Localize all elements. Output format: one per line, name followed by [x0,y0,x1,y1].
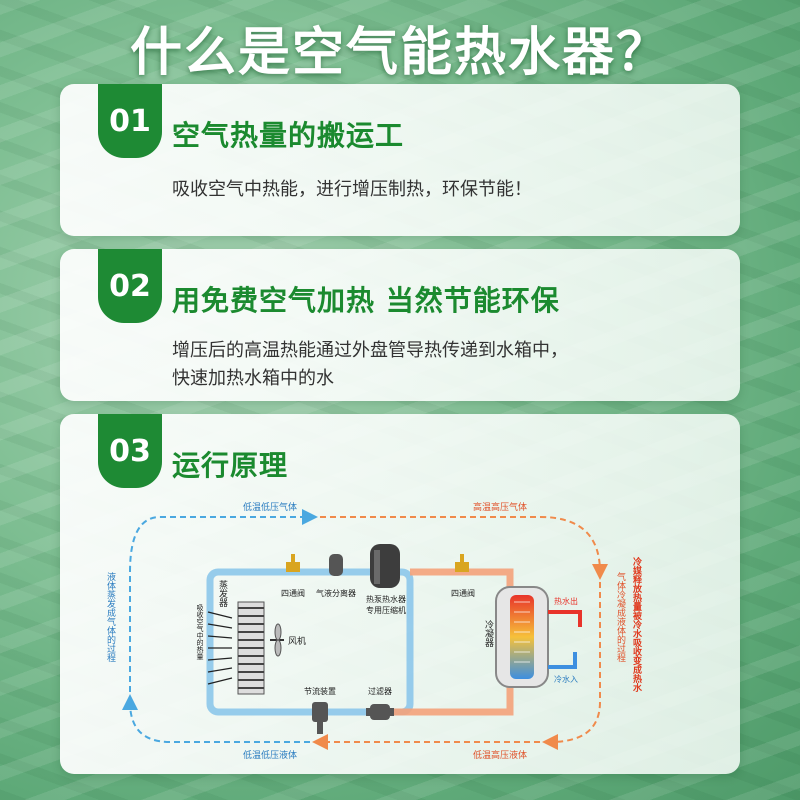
heat-pump-cycle-diagram: 低温低压气体 高温高压气体 低温低压液体 低温高压液体 蒸发器 吸收空气中的热量… [105,501,643,761]
separator-icon [329,554,343,576]
condenser-tank-icon [495,586,549,688]
label-compressor-line2: 专用压缩机 [366,605,406,615]
card-desc-line: 快速加热水箱中的水 [172,368,334,389]
label-right-vertical: 气体冷凝成液体的过程 [615,571,626,663]
label-throttle: 节流装置 [304,686,336,696]
card-title: 空气热量的搬运工 [172,119,405,152]
cold-water-pipe [548,652,577,669]
card-description: 吸收空气中热能，进行增压制热，环保节能！ [172,176,712,204]
card-description: 增压后的高温热能通过外盘管导热传递到水箱中， 快速加热水箱中的水 [172,337,712,393]
label-valve-left: 四通阀 [281,588,305,598]
label-valve-right: 四通阀 [451,588,475,598]
label-cold-in: 冷水入 [554,674,578,684]
label-filter: 过滤器 [368,686,392,696]
inner-pipe-cold [206,568,414,716]
label-top-left-flow: 低温低压气体 [243,501,297,513]
label-evaporator: 蒸发器 [217,579,228,607]
card-title: 运行原理 [172,449,289,482]
page-title: 什么是空气能热水器？ [129,23,670,83]
feature-card-2: 02 用免费空气加热 当然节能环保 增压后的高温热能通过外盘管导热传递到水箱中，… [60,249,740,401]
airflow-icon [207,611,233,685]
cycle-hot-gas-path [320,516,608,580]
label-hot-out: 热水出 [554,596,578,606]
valve-icon [286,554,300,572]
label-bottom-left-flow: 低温低压液体 [243,749,297,761]
card-title: 用免费空气加热 当然节能环保 [172,284,560,317]
feature-card-1: 01 空气热量的搬运工 吸收空气中热能，进行增压制热，环保节能！ [60,84,740,236]
feature-card-3: 03 运行原理 [60,414,740,774]
hot-water-pipe [548,610,582,627]
label-evap-note: 吸收空气中的热量 [196,604,204,660]
cycle-left-path [129,516,161,692]
fan-icon [270,623,284,657]
filter-icon [366,704,394,720]
card-number-badge: 02 [98,249,162,323]
label-right-red-vertical: 冷媒释放热量被冷水吸收变成热水 [631,556,643,693]
label-left-vertical: 液体蒸发成气体的过程 [105,571,116,663]
label-bottom-right-flow: 低温高压液体 [473,749,527,761]
cycle-cold-liquid-path [122,694,310,743]
valve-icon [455,554,469,572]
label-separator: 气液分离器 [316,588,356,598]
label-compressor-line1: 热泵热水器 [366,594,406,604]
card-desc-line: 吸收空气中热能，进行增压制热，环保节能！ [172,179,532,200]
label-condenser: 冷凝器 [483,619,494,647]
card-number-badge: 01 [98,84,162,158]
card-desc-line: 增压后的高温热能通过外盘管导热传递到水箱中， [172,340,568,361]
evaporator-coil [237,601,265,695]
throttle-device-icon [312,702,328,734]
card-number-badge: 03 [98,414,162,488]
compressor-icon [370,544,400,588]
label-fan: 风机 [288,635,306,647]
label-top-right-flow: 高温高压气体 [473,501,527,513]
cycle-right-path [542,582,601,750]
